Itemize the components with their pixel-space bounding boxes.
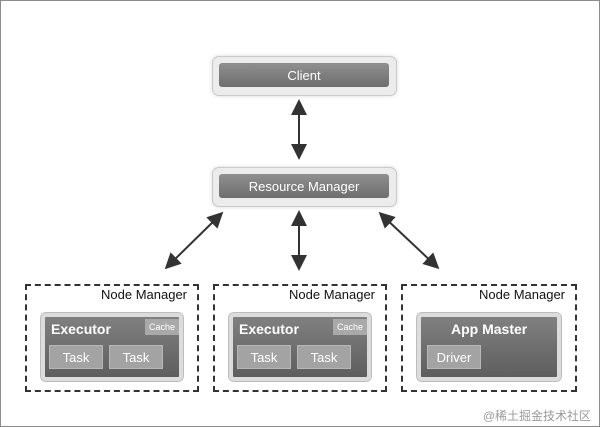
cache-label: Cache <box>333 319 367 335</box>
task-box: Task <box>237 345 291 369</box>
client-box: Client <box>219 63 389 87</box>
task-box: Task <box>109 345 163 369</box>
watermark-text: @稀土掘金技术社区 <box>482 409 591 423</box>
node-manager-label: Node Manager <box>479 287 565 302</box>
app-master-title: App Master <box>451 321 528 337</box>
arrow-rm-node-manager-1 <box>164 211 224 270</box>
node-manager-label: Node Manager <box>289 287 375 302</box>
node-manager-3: Node Manager App Master Driver <box>401 284 577 392</box>
executor-title: Executor <box>51 321 111 337</box>
task-box: Task <box>297 345 351 369</box>
node-manager-label: Node Manager <box>101 287 187 302</box>
arrow-rm-node-manager-3 <box>378 211 440 270</box>
executor-title: Executor <box>239 321 299 337</box>
resource-manager-box: Resource Manager <box>219 174 389 198</box>
driver-box: Driver <box>427 345 481 369</box>
app-master-box: App Master Driver <box>417 313 561 381</box>
task-box: Task <box>49 345 103 369</box>
node-manager-1: Node Manager Executor Cache Task Task <box>25 284 199 392</box>
executor-box: Executor Cache Task Task <box>41 313 183 381</box>
cache-label: Cache <box>145 319 179 335</box>
executor-box: Executor Cache Task Task <box>229 313 371 381</box>
node-manager-2: Node Manager Executor Cache Task Task <box>213 284 387 392</box>
